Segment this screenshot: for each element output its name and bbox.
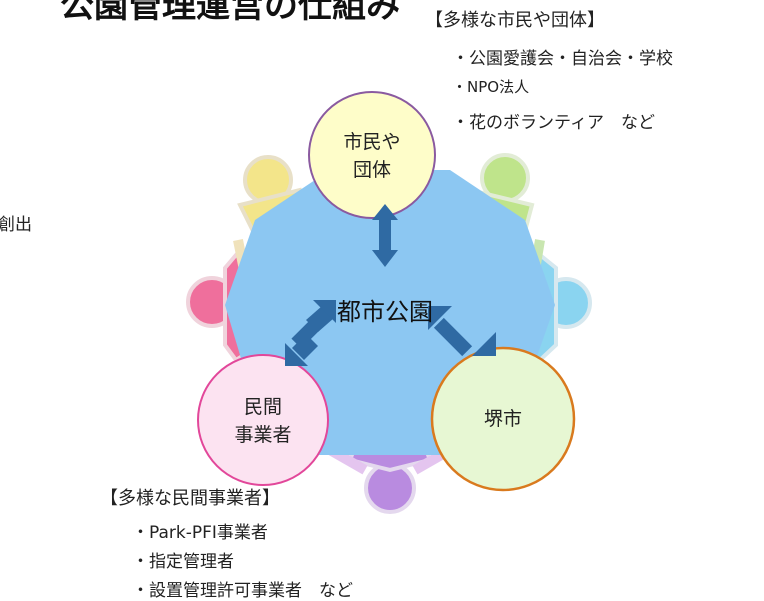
page-title: 公園管理運営の仕組み	[60, 0, 400, 26]
citizens-list-item: ・公園愛護会・自治会・学校	[452, 49, 673, 69]
private-list-heading: 【多様な民間事業者】	[100, 488, 280, 509]
arrow-citizens-park	[372, 204, 398, 267]
citizens-list-heading: 【多様な市民や団体】	[425, 10, 605, 31]
private-label-line1: 民間	[243, 396, 282, 418]
private-node-label: 民間 事業者	[213, 393, 313, 449]
private-list-item: ・Park-PFI事業者	[132, 523, 268, 543]
citizens-node-circle	[308, 91, 436, 219]
citizens-list-item: ・花のボランティア など	[452, 113, 655, 133]
citizens-node-label: 市民や 団体	[322, 128, 422, 184]
arrow-sakai-park	[428, 306, 496, 357]
citizens-label-line1: 市民や	[343, 131, 401, 153]
city-park-label: 都市公園	[337, 298, 433, 326]
private-label-line2: 事業者	[234, 424, 292, 446]
citizens-list-item: ・NPO法人	[452, 78, 530, 96]
citizens-label-line2: 団体	[352, 159, 391, 181]
arrow-private-park	[285, 300, 336, 366]
private-list-item: ・設置管理許可事業者 など	[132, 581, 353, 601]
sakai-node-circle	[430, 346, 576, 492]
left-fragment-text: 創出	[0, 215, 32, 235]
private-node-circle	[197, 354, 329, 486]
private-list-item: ・指定管理者	[132, 552, 234, 572]
sakai-node-label: 堺市	[483, 408, 522, 430]
